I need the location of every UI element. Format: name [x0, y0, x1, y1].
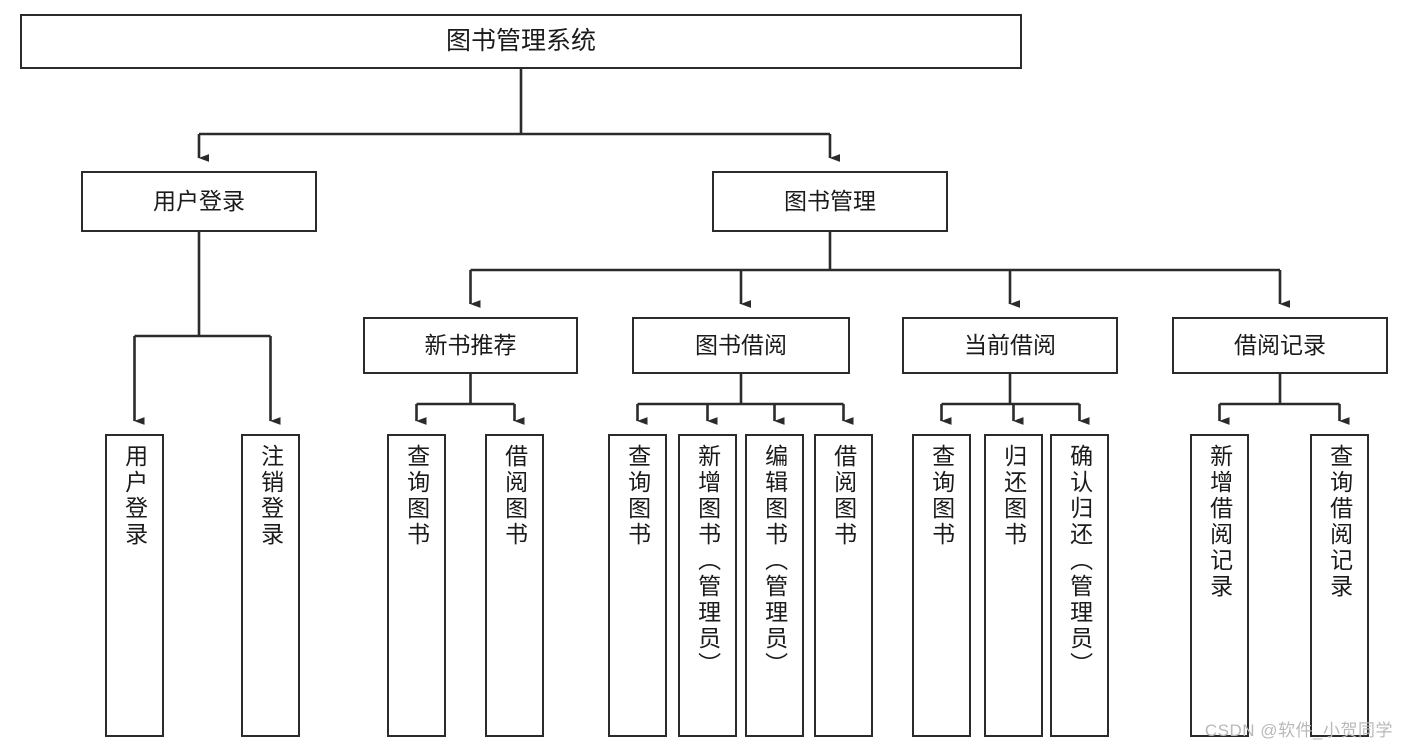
- watermark-text: CSDN @软件_小贺同学: [1204, 721, 1393, 740]
- node-leaf-user-logout[interactable]: 注销登录: [241, 434, 300, 737]
- node-root[interactable]: 图书管理系统: [20, 14, 1022, 69]
- node-book-manage[interactable]: 图书管理: [712, 171, 948, 232]
- node-book-borrow[interactable]: 图书借阅: [632, 317, 850, 374]
- node-leaf-confirm-return[interactable]: 确认归还（管理员）: [1050, 434, 1109, 737]
- node-label-new-book-rec: 新书推荐: [424, 331, 517, 358]
- node-label-leaf-add-book: 新增图书（管理员）: [694, 444, 721, 678]
- node-current-borrow[interactable]: 当前借阅: [902, 317, 1118, 374]
- node-label-borrow-record: 借阅记录: [1234, 331, 1326, 358]
- node-borrow-record[interactable]: 借阅记录: [1172, 317, 1388, 374]
- node-label-leaf-add-record: 新增借阅记录: [1206, 444, 1233, 600]
- node-leaf-query-book-c[interactable]: 查询图书: [912, 434, 971, 737]
- node-label-leaf-edit-book: 编辑图书（管理员）: [761, 444, 788, 678]
- node-label-leaf-borrow-book-a: 借阅图书: [501, 444, 528, 548]
- node-leaf-user-login[interactable]: 用户登录: [105, 434, 164, 737]
- node-leaf-add-book[interactable]: 新增图书（管理员）: [678, 434, 737, 737]
- node-label-leaf-query-record: 查询借阅记录: [1326, 444, 1353, 600]
- node-label-leaf-query-book-c: 查询图书: [928, 444, 955, 548]
- node-label-leaf-query-book-a: 查询图书: [403, 444, 430, 548]
- node-leaf-query-record[interactable]: 查询借阅记录: [1310, 434, 1369, 737]
- node-label-leaf-borrow-book-b: 借阅图书: [830, 444, 857, 548]
- node-label-leaf-confirm-return: 确认归还（管理员）: [1066, 444, 1093, 678]
- node-label-user-login: 用户登录: [153, 187, 245, 214]
- node-label-leaf-user-login: 用户登录: [121, 444, 148, 548]
- node-new-book-rec[interactable]: 新书推荐: [363, 317, 578, 374]
- node-label-leaf-user-logout: 注销登录: [257, 444, 284, 548]
- node-leaf-return-book[interactable]: 归还图书: [984, 434, 1043, 737]
- node-user-login[interactable]: 用户登录: [81, 171, 317, 232]
- node-leaf-query-book-b[interactable]: 查询图书: [608, 434, 667, 737]
- node-label-current-borrow: 当前借阅: [964, 331, 1056, 358]
- node-label-leaf-query-book-b: 查询图书: [624, 444, 651, 548]
- node-leaf-borrow-book-a[interactable]: 借阅图书: [485, 434, 544, 737]
- node-leaf-borrow-book-b[interactable]: 借阅图书: [814, 434, 873, 737]
- node-label-root: 图书管理系统: [445, 26, 596, 55]
- node-label-book-borrow: 图书借阅: [695, 331, 787, 358]
- node-label-book-manage: 图书管理: [784, 187, 876, 214]
- node-leaf-add-record[interactable]: 新增借阅记录: [1190, 434, 1249, 737]
- node-leaf-query-book-a[interactable]: 查询图书: [387, 434, 446, 737]
- node-leaf-edit-book[interactable]: 编辑图书（管理员）: [745, 434, 804, 737]
- node-label-leaf-return-book: 归还图书: [1000, 444, 1027, 548]
